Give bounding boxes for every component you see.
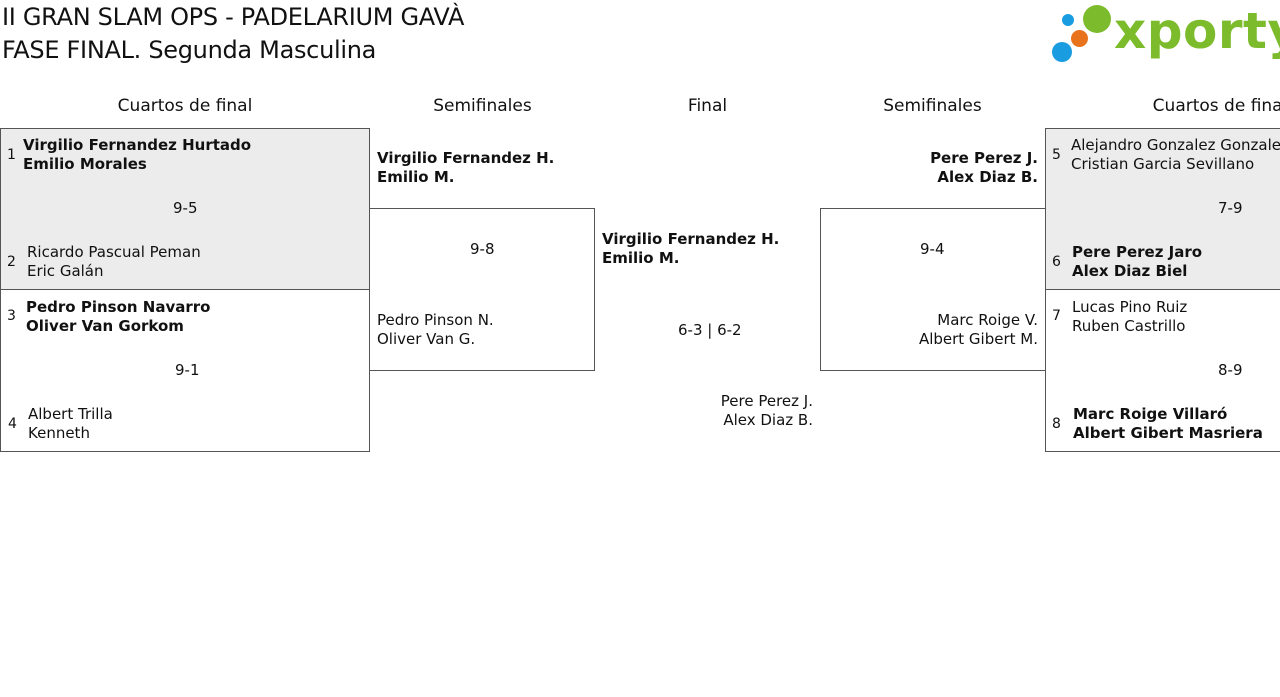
seed-number: 3 [7,308,16,324]
team-qf-l1-bottom[interactable]: Ricardo Pascual Peman Eric Galán [27,243,201,281]
player-name: Marc Roige Villaró [1073,405,1228,423]
player-name: Pedro Pinson N. [377,311,494,329]
xporty-logo[interactable]: xporty [1050,2,1280,68]
header-sf-left: Semifinales [433,96,532,116]
player-name: Alex Diaz Biel [1072,262,1188,280]
player-name: Cristian Garcia Sevillano [1071,155,1255,173]
page-title-line-1: II GRAN SLAM OPS - PADELARIUM GAVÀ [2,3,465,31]
team-sf-left-bottom[interactable]: Pedro Pinson N. Oliver Van G. [377,311,494,349]
player-name: Pere Perez Jaro [1072,243,1203,261]
team-final-bottom[interactable]: Pere Perez J. Alex Diaz B. [721,392,813,430]
seed-number: 7 [1052,308,1061,324]
player-name: Oliver Van Gorkom [26,317,184,335]
player-name: Alex Diaz B. [723,411,813,429]
team-sf-right-bottom[interactable]: Marc Roige V. Albert Gibert M. [919,311,1038,349]
player-name: Albert Trilla [28,405,113,423]
team-sf-right-top[interactable]: Pere Perez J. Alex Diaz B. [930,149,1038,187]
team-qf-r2-bottom[interactable]: Marc Roige Villaró Albert Gibert Masrier… [1073,405,1263,443]
team-qf-l1-top[interactable]: Virgilio Fernandez Hurtado Emilio Morale… [23,136,251,174]
match-score: 8-9 [1218,361,1243,379]
team-qf-l2-bottom[interactable]: Albert Trilla Kenneth [28,405,113,443]
player-name: Pedro Pinson Navarro [26,298,211,316]
seed-number: 1 [7,147,16,163]
match-score: 9-5 [173,199,198,217]
player-name: Kenneth [28,424,90,442]
player-name: Pere Perez J. [720,392,813,410]
match-score: 9-4 [920,240,945,258]
logo-dot-orange [1071,30,1088,47]
player-name: Virgilio Fernandez H. [377,149,555,167]
team-qf-r2-top[interactable]: Lucas Pino Ruiz Ruben Castrillo [1072,298,1187,336]
seed-number: 5 [1052,147,1061,163]
player-name: Albert Gibert Masriera [1073,424,1263,442]
player-name: Oliver Van G. [377,330,476,348]
seed-number: 2 [7,254,16,270]
page-title-line-2: FASE FINAL. Segunda Masculina [2,36,377,64]
logo-dot-green [1083,5,1111,33]
team-sf-left-top[interactable]: Virgilio Fernandez H. Emilio M. [377,149,554,187]
player-name: Emilio Morales [23,155,147,173]
player-name: Ricardo Pascual Peman [27,243,201,261]
logo-dot-blue-small [1062,14,1074,26]
match-score: 9-1 [175,361,200,379]
final-score: 6-3 | 6-2 [678,321,742,339]
seed-number: 8 [1052,416,1061,432]
header-qf-right: Cuartos de final [1152,96,1280,116]
header-final: Final [687,96,728,116]
player-name: Pere Perez J. [930,149,1038,167]
team-final-top[interactable]: Virgilio Fernandez H. Emilio M. [602,230,779,268]
match-qf-right-1 [1045,128,1280,290]
logo-dot-blue [1052,42,1072,62]
player-name: Ruben Castrillo [1072,317,1186,335]
seed-number: 6 [1052,254,1061,270]
player-name: Alejandro Gonzalez Gonzalez [1071,136,1280,154]
player-name: Virgilio Fernandez Hurtado [23,136,252,154]
team-qf-r1-bottom[interactable]: Pere Perez Jaro Alex Diaz Biel [1072,243,1202,281]
team-qf-l2-top[interactable]: Pedro Pinson Navarro Oliver Van Gorkom [26,298,210,336]
match-score: 9-8 [470,240,495,258]
seed-number: 4 [8,416,17,432]
header-qf-left: Cuartos de final [117,96,253,116]
match-score: 7-9 [1218,199,1243,217]
logo-wordmark: xporty [1114,2,1280,60]
player-name: Emilio M. [602,249,680,267]
match-sf-left [369,208,595,371]
player-name: Marc Roige V. [937,311,1038,329]
player-name: Eric Galán [27,262,104,280]
player-name: Alex Diaz B. [937,168,1038,186]
match-qf-left-1 [0,128,370,290]
player-name: Emilio M. [377,168,455,186]
match-qf-right-2 [1045,289,1280,452]
player-name: Virgilio Fernandez H. [602,230,780,248]
header-sf-right: Semifinales [883,96,982,116]
player-name: Lucas Pino Ruiz [1072,298,1188,316]
player-name: Albert Gibert M. [918,330,1038,348]
team-qf-r1-top[interactable]: Alejandro Gonzalez Gonzalez Cristian Gar… [1071,136,1280,174]
